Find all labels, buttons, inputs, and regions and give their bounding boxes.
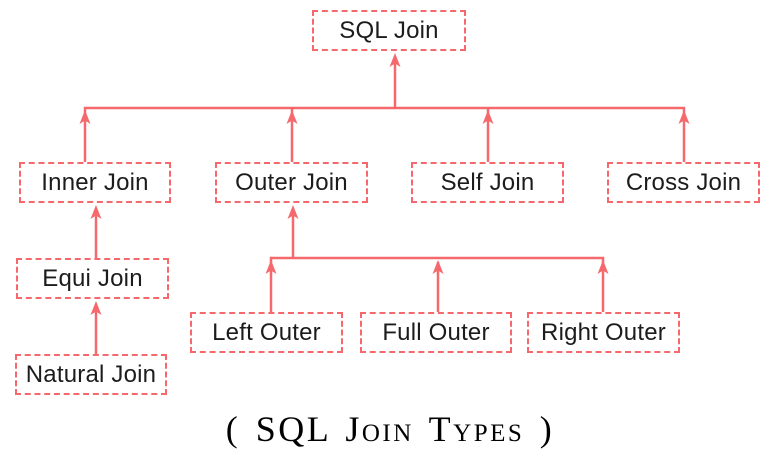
node-outer-join: Outer Join — [215, 162, 368, 203]
node-inner-join: Inner Join — [19, 162, 171, 203]
node-sql-join: SQL Join — [312, 10, 466, 51]
node-left-outer: Left Outer — [190, 312, 343, 353]
node-natural-join: Natural Join — [15, 354, 167, 395]
arrowhead-to-inner-join-icon — [90, 205, 102, 219]
edge-group-main — [83, 57, 686, 162]
node-right-outer: Right Outer — [527, 312, 680, 353]
arrowhead-cross-branch-icon — [678, 110, 690, 124]
arrowhead-full-outer-icon — [432, 260, 444, 274]
node-cross-join: Cross Join — [607, 162, 760, 203]
edge-main-connector — [83, 106, 686, 162]
arrowhead-outer-branch-icon — [286, 110, 298, 124]
arrowheads — [79, 53, 690, 315]
arrowhead-right-outer-icon — [597, 260, 609, 274]
node-self-join: Self Join — [411, 162, 564, 203]
arrowhead-self-branch-icon — [482, 110, 494, 124]
arrowhead-to-sql-join-icon — [389, 53, 401, 67]
edge-group-outer-subtree — [269, 209, 605, 312]
node-equi-join: Equi Join — [16, 258, 169, 299]
arrowhead-to-equi-join-icon — [90, 301, 102, 315]
arrowhead-to-outer-join-icon — [287, 205, 299, 219]
node-full-outer: Full Outer — [360, 312, 512, 353]
diagram-caption: ( SQL Join Types ) — [225, 409, 555, 449]
arrowhead-inner-branch-icon — [79, 110, 91, 124]
edge-outer-sub-connector — [269, 256, 605, 312]
arrowhead-left-outer-icon — [265, 260, 277, 274]
